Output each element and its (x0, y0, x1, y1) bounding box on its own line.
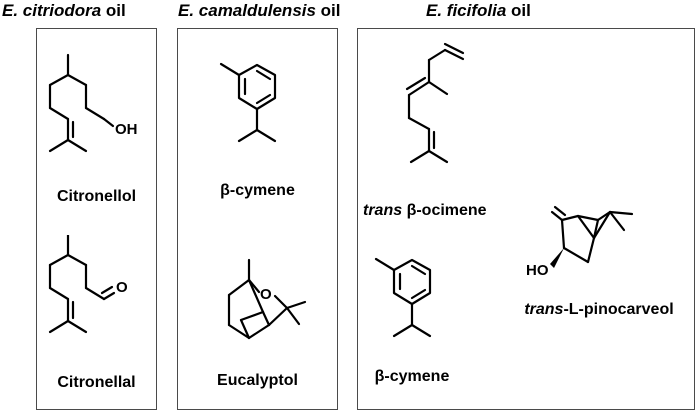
compound-label-cymene: β-cymene (177, 182, 338, 200)
bond (48, 319, 70, 334)
panel-citriodora (36, 28, 157, 410)
bond (562, 246, 590, 264)
title-citriodora: E. citriodora oil (2, 0, 126, 22)
methyl-bond (427, 80, 449, 96)
title-suffix: oil (506, 1, 531, 20)
species-name: E. citriodora (2, 1, 102, 20)
bond (427, 149, 449, 164)
compound-label-eucalyptol: Eucalyptol (177, 372, 338, 390)
methyl-bond (608, 210, 626, 232)
bond (84, 106, 106, 121)
compound-label-pinocarveol: trans-L-pinocarveol (505, 301, 693, 319)
panel-camaldulensis (177, 28, 338, 410)
bond (247, 323, 271, 340)
bond (586, 236, 596, 264)
title-camaldulensis: E. camaldulensis oil (178, 0, 341, 22)
bond (407, 116, 431, 131)
wedge-bond (550, 248, 564, 268)
bond (66, 138, 88, 153)
compound-label-citronellal: Citronellal (36, 374, 157, 392)
bond (592, 218, 600, 240)
bond (84, 286, 106, 301)
bond (392, 323, 414, 338)
species-name: E. ficifolia (426, 1, 507, 20)
bond (592, 210, 612, 240)
double-bond (100, 285, 114, 295)
ether-oxygen: O (260, 286, 272, 303)
bond (410, 323, 432, 338)
species-name: E. camaldulensis (178, 1, 316, 20)
compound-prefix: trans (363, 202, 403, 219)
compound-name: Citronellol (56, 188, 137, 205)
bond (409, 149, 431, 164)
double-bond (102, 291, 116, 301)
bond (560, 218, 566, 250)
methyl-bond (285, 306, 301, 326)
bond (273, 294, 289, 310)
bond (48, 138, 70, 153)
bond (66, 253, 88, 267)
compound-name: β-cymene (374, 368, 450, 385)
compound-name: -L-pinocarveol (563, 301, 674, 318)
cymene-structure-2 (374, 257, 432, 338)
bond (227, 278, 251, 297)
ocimene-structure (405, 42, 465, 164)
methyl-bond (219, 62, 241, 77)
compound-name: β-ocimene (402, 202, 487, 219)
bond (427, 48, 447, 62)
double-bond (410, 264, 427, 276)
title-suffix: oil (315, 1, 341, 20)
double-bond (255, 93, 272, 105)
bond (576, 214, 600, 222)
bond (48, 73, 70, 87)
double-bond (255, 69, 272, 81)
bond (48, 286, 70, 301)
bridge-bond (576, 214, 596, 240)
bond (261, 310, 271, 327)
citronellol-structure: OH (48, 53, 138, 153)
title-suffix: oil (101, 1, 126, 20)
double-bond (405, 76, 427, 91)
bond (48, 106, 70, 121)
double-bond (443, 48, 465, 61)
bond (267, 306, 289, 327)
compound-prefix: trans (524, 301, 564, 318)
eucalyptol-structure: O (227, 258, 307, 340)
bridge-bond (239, 310, 265, 322)
compound-name: Citronellal (57, 374, 136, 391)
hydroxyl-group: HO (526, 262, 549, 279)
bond (66, 319, 88, 334)
bond (560, 214, 580, 222)
title-ficifolia: E. ficifolia oil (426, 0, 531, 22)
compound-name: Eucalyptol (217, 372, 298, 389)
citronellal-structure: O (48, 235, 128, 334)
compound-label-ocimene: trans β-ocimene (363, 202, 523, 220)
compound-name: β-cymene (220, 182, 295, 199)
double-bond (410, 288, 427, 300)
hydroxyl-group: OH (115, 121, 138, 138)
carbonyl-oxygen: O (116, 279, 128, 296)
bond (66, 73, 88, 87)
compound-label-citronellol: Citronellol (36, 188, 157, 206)
methyl-bond (608, 210, 634, 216)
bond (407, 80, 431, 97)
bond (227, 323, 251, 340)
pinocarveol-structure: HO (526, 205, 634, 279)
bond (48, 253, 70, 267)
bridge-bond (239, 318, 251, 340)
exo-methylene-bond (550, 210, 564, 222)
cymene-structure (219, 62, 277, 143)
methyl-bond (285, 300, 307, 310)
exo-methylene-bond (553, 205, 567, 217)
methyl-bond (374, 257, 396, 272)
bond (255, 128, 277, 143)
double-bond (443, 42, 465, 55)
bond (247, 278, 265, 314)
bond (237, 128, 259, 143)
bond (102, 117, 115, 128)
compound-label-cymene-2: β-cymene (357, 368, 467, 386)
